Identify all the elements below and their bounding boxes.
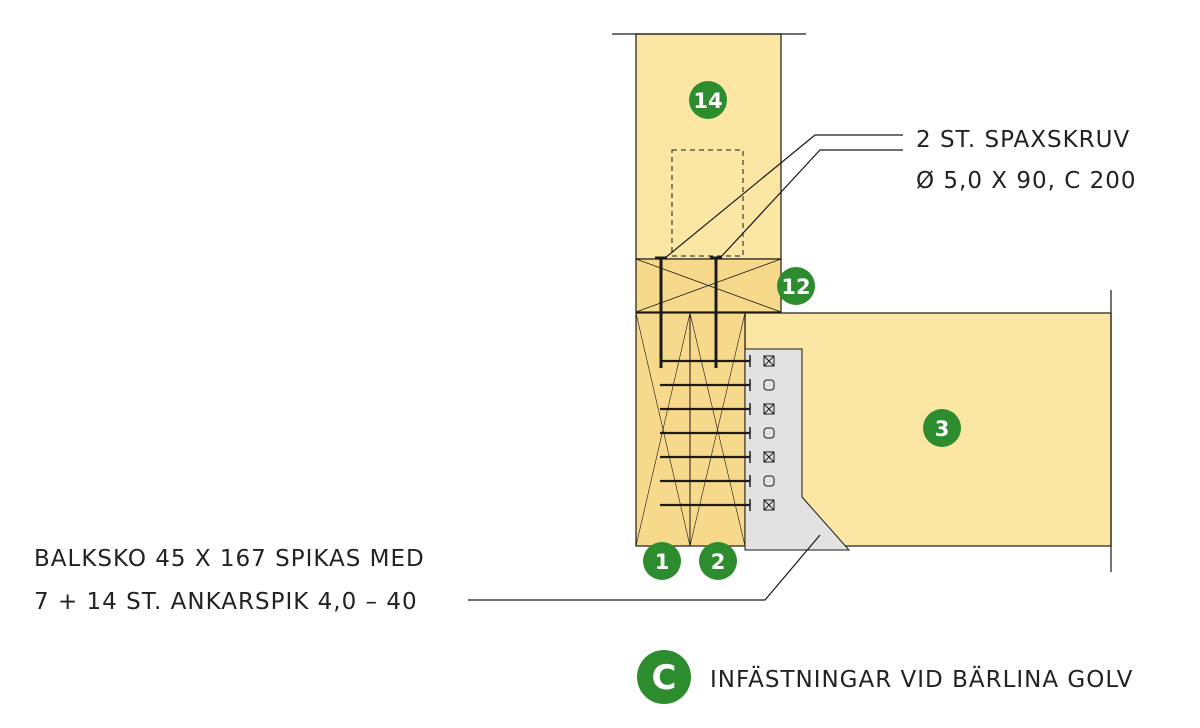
badge-detail-c: C: [637, 650, 691, 704]
nail-mark-x: [763, 403, 775, 415]
leader-lines: [468, 134, 903, 601]
hidden-outline: [671, 149, 744, 257]
badge-2: 2: [699, 542, 737, 580]
girder-members: [635, 312, 746, 547]
anchor-nails: [660, 355, 751, 511]
svg-text:14: 14: [693, 89, 722, 113]
hanger-nail-marks: [763, 355, 775, 511]
badge-3: 3: [923, 409, 961, 447]
badge-14: 14: [689, 81, 727, 119]
hanger-label-line-1: BALKSKO 45 X 167 SPIKAS MED: [34, 546, 425, 572]
svg-text:3: 3: [935, 417, 950, 441]
stud-14: [612, 33, 806, 260]
nail-mark-o: [763, 475, 775, 487]
nail-mark-x: [763, 451, 775, 463]
svg-text:2: 2: [711, 550, 726, 574]
nail-mark-o: [763, 379, 775, 391]
nail-mark-o: [763, 427, 775, 439]
detail-title: INFÄSTNINGAR VID BÄRLINA GOLV: [710, 665, 1133, 693]
screw-label-line-2: Ø 5,0 X 90, C 200: [916, 168, 1137, 194]
screw-label-line-1: 2 ST. SPAXSKRUV: [916, 127, 1130, 153]
nail-mark-x: [763, 499, 775, 511]
badge-1: 1: [643, 542, 681, 580]
badge-12: 12: [777, 267, 815, 305]
sill-plate-12: [635, 258, 782, 313]
svg-text:12: 12: [781, 275, 810, 299]
svg-text:1: 1: [655, 550, 670, 574]
hanger-label-line-2: 7 + 14 ST. ANKARSPIK 4,0 – 40: [34, 589, 418, 615]
nail-mark-x: [763, 355, 775, 367]
svg-text:C: C: [652, 658, 677, 698]
